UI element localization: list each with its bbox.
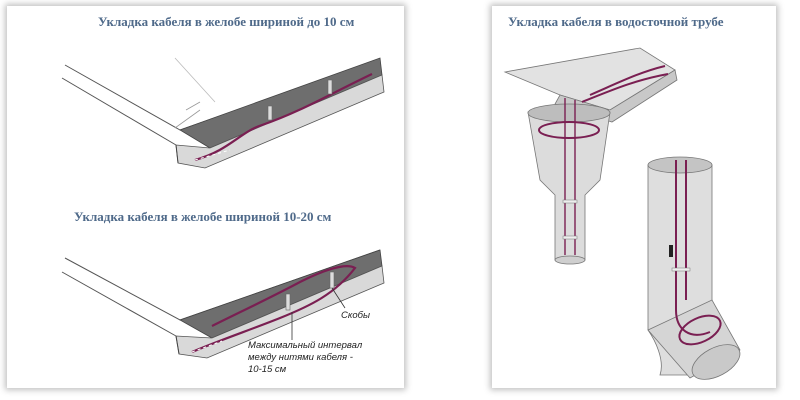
downpipe-funnel-drawing: [503, 47, 678, 265]
cable-top: [194, 73, 373, 162]
label-interval-line-2: между нитями кабеля -: [248, 352, 353, 363]
cable-bottom: [191, 265, 357, 354]
title-gutter-wide: Укладка кабеля в желобе шириной 10-20 см: [74, 209, 332, 224]
title-gutter-narrow: Укладка кабеля в желобе шириной до 10 см: [98, 14, 355, 29]
downpipe-elbow-drawing: [647, 156, 741, 380]
label-interval-line-1: Максимальный интервал: [248, 340, 363, 351]
title-downpipe: Укладка кабеля в водосточной трубе: [508, 14, 724, 29]
label-interval-line-3: 10-15 см: [248, 364, 287, 375]
label-clips: Скобы: [341, 310, 370, 321]
gutter-top-drawing: [61, 57, 385, 169]
gutter-bottom-drawing: [61, 249, 385, 359]
